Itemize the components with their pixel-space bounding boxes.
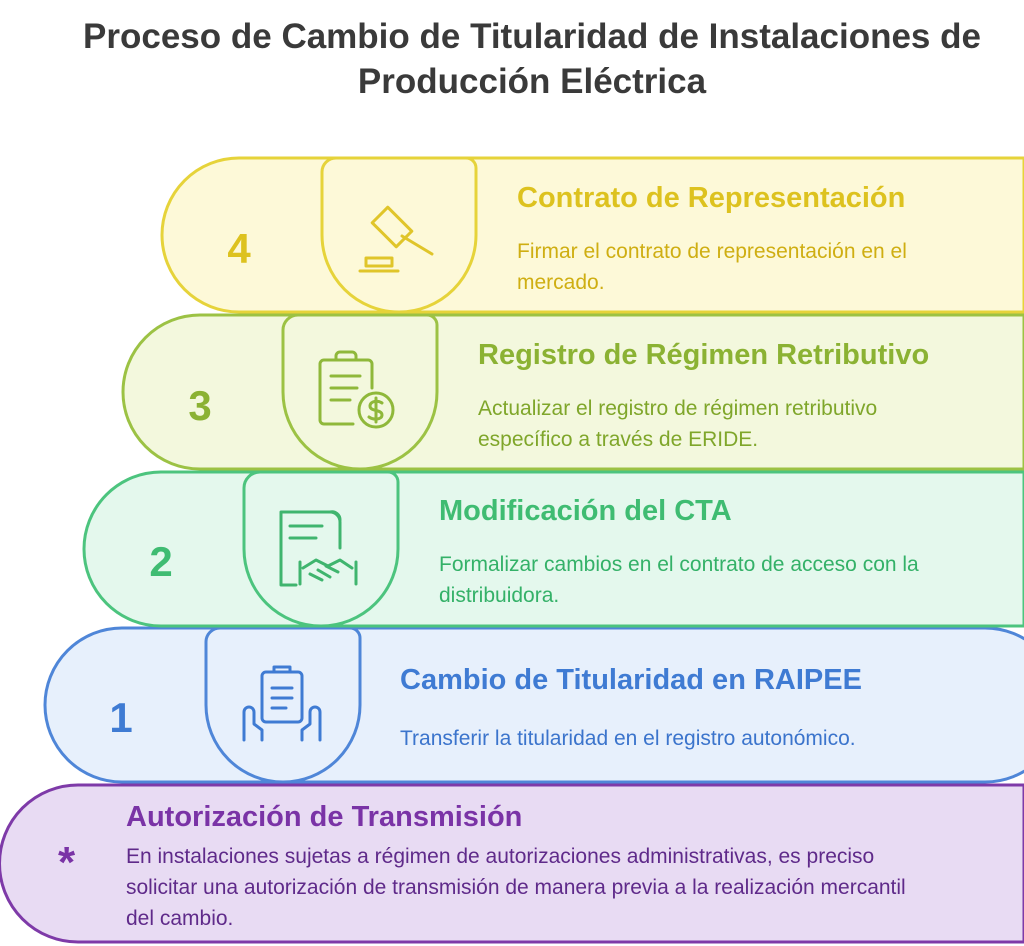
icon-cell-step-2 <box>242 470 400 628</box>
band-step-1 <box>43 626 1024 784</box>
base-description: En instalaciones sujetas a régimen de au… <box>126 845 906 930</box>
step-number-1: 1 <box>109 694 133 741</box>
icon-cell-step-1 <box>204 626 362 784</box>
step-number-4: 4 <box>227 225 251 272</box>
icon-cell-step-4 <box>320 156 478 314</box>
clipboard-dollar-icon <box>318 350 395 429</box>
step-description-2: Formalizar cambios en el contrato de acc… <box>439 553 919 607</box>
step-number-2: 2 <box>149 538 173 585</box>
step-heading-2: Modificación del CTA <box>439 495 732 527</box>
step-heading-1: Cambio de Titularidad en RAIPEE <box>400 664 862 696</box>
base-band <box>0 783 1024 944</box>
step-description-1: Transferir la titularidad en el registro… <box>400 727 856 750</box>
step-heading-3: Registro de Régimen Retributivo <box>478 339 930 371</box>
step-description-3: Actualizar el registro de régimen retrib… <box>478 397 878 451</box>
page-title: Proceso de Cambio de Titularidad de Inst… <box>83 17 981 101</box>
base-heading: Autorización de Transmisión <box>126 801 523 833</box>
step-description-4: Firmar el contrato de representación en … <box>517 240 907 294</box>
icon-cell-step-3 <box>281 313 439 471</box>
base-marker: * <box>58 838 76 887</box>
step-heading-4: Contrato de Representación <box>517 182 906 214</box>
step-number-3: 3 <box>188 382 212 429</box>
hands-clipboard-icon <box>242 665 322 742</box>
contract-handshake-icon <box>279 510 358 587</box>
gavel-icon <box>358 205 434 273</box>
